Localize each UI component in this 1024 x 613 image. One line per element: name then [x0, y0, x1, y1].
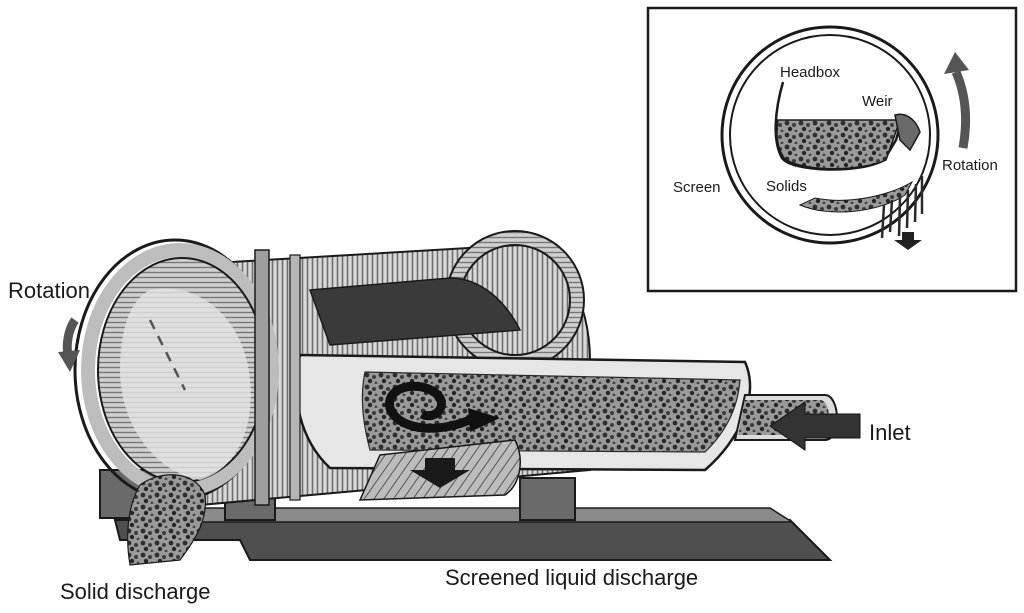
label-screened-liquid-discharge: Screened liquid discharge	[445, 565, 698, 590]
liquid-down-arrow	[410, 458, 470, 488]
inset-label-solids: Solids	[766, 178, 807, 195]
inset-solids-layer	[798, 180, 914, 213]
inset-screen-drum-inner	[729, 34, 931, 236]
flow-swirl-arrow	[385, 381, 472, 433]
inset-rotation-arrow	[951, 70, 971, 149]
main-rotation-arrow	[62, 317, 79, 356]
inset-label-screen: Screen	[673, 179, 721, 196]
inset-headbox-contents	[776, 119, 902, 170]
inlet-arrow	[769, 401, 861, 451]
label-inlet: Inlet	[869, 420, 911, 445]
inset-rotation-arrowhead	[944, 52, 969, 74]
inset-label-weir: Weir	[862, 93, 893, 110]
inset-screen-drum	[720, 25, 940, 245]
base-frame	[113, 519, 833, 561]
flow-swirl-arrowhead	[468, 408, 500, 432]
inset-liquid-drips	[880, 176, 924, 239]
inset-label-headbox: Headbox	[780, 64, 841, 81]
label-solid-discharge: Solid discharge	[60, 579, 210, 604]
drum-interior-light	[120, 288, 251, 480]
drum-ring-band-2	[289, 254, 301, 501]
inset-weir	[894, 113, 921, 152]
main-rotation-arrowhead	[58, 350, 80, 372]
inset-label-rotation: Rotation	[942, 157, 998, 174]
main-machine	[58, 230, 861, 566]
headbox-interior	[308, 277, 522, 346]
headbox-solids	[361, 371, 741, 453]
drum-ring-band	[254, 249, 270, 506]
support-block-right	[519, 477, 576, 521]
drum-interior-dash	[148, 319, 187, 391]
inset-down-arrow	[894, 232, 922, 250]
inset-diagram: Headbox Weir Rotation Screen Solids	[646, 6, 1018, 293]
solid-discharge-pile	[127, 474, 207, 566]
label-rotation: Rotation	[8, 278, 90, 303]
